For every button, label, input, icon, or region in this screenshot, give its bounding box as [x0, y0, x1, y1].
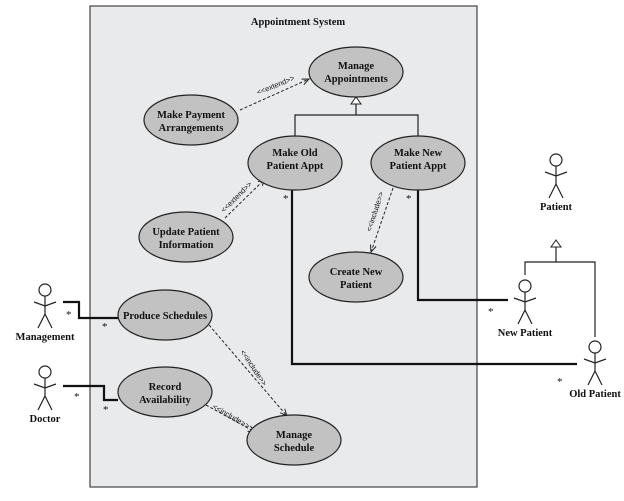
stick-figure-icon — [513, 279, 537, 325]
assoc-old-patient — [290, 190, 577, 366]
svg-text:Patient Appt: Patient Appt — [267, 161, 324, 172]
svg-text:Make Old: Make Old — [272, 148, 317, 159]
extend-payment — [239, 79, 309, 111]
svg-text:Old Patient: Old Patient — [569, 389, 621, 400]
svg-text:Make Payment: Make Payment — [157, 110, 225, 121]
svg-text:*: * — [66, 309, 72, 321]
svg-text:Patient Appt: Patient Appt — [390, 161, 447, 172]
svg-text:*: * — [557, 376, 563, 388]
include-record — [205, 404, 255, 432]
svg-text:*: * — [283, 193, 289, 205]
system-title: Appointment System — [251, 17, 345, 28]
assoc-management — [63, 300, 118, 320]
actor-old-patient[interactable]: Old Patient — [569, 340, 621, 400]
actor-management[interactable]: Management — [16, 283, 75, 343]
generalization-appt — [294, 104, 419, 136]
svg-text:*: * — [488, 306, 494, 318]
svg-text:Appointments: Appointments — [324, 74, 388, 85]
use-case-produce-schedules[interactable]: Produce Schedules — [117, 289, 213, 341]
svg-text:Patient: Patient — [540, 202, 573, 213]
svg-text:Schedule: Schedule — [274, 443, 315, 454]
svg-text:Arrangements: Arrangements — [159, 123, 224, 134]
include-create — [371, 187, 394, 252]
svg-text:*: * — [102, 321, 108, 333]
patient-generalization — [524, 247, 596, 337]
svg-text:*: * — [406, 193, 412, 205]
stick-figure-icon — [33, 283, 57, 329]
stick-figure-icon — [583, 340, 607, 386]
svg-text:*: * — [103, 404, 109, 416]
actor-new-patient[interactable]: New Patient — [498, 279, 553, 339]
actor-patient[interactable]: Patient — [540, 153, 573, 213]
svg-text:Information: Information — [159, 240, 214, 251]
svg-text:*: * — [74, 391, 80, 403]
assoc-doctor — [63, 384, 118, 402]
svg-text:Update Patient: Update Patient — [152, 227, 220, 238]
svg-text:Management: Management — [16, 332, 75, 343]
svg-text:Record: Record — [149, 382, 182, 393]
stick-figure-icon — [33, 365, 57, 411]
svg-text:Make New: Make New — [394, 148, 443, 159]
svg-text:Manage: Manage — [276, 430, 313, 441]
extend-update — [224, 179, 265, 219]
svg-text:Availability: Availability — [139, 395, 191, 406]
assoc-new-patient — [416, 190, 508, 302]
svg-text:Create New: Create New — [330, 267, 383, 278]
actor-doctor[interactable]: Doctor — [30, 365, 61, 425]
generalization-triangle — [350, 96, 362, 105]
stick-figure-icon — [544, 153, 568, 199]
svg-text:Produce Schedules: Produce Schedules — [123, 311, 207, 322]
svg-text:New Patient: New Patient — [498, 328, 553, 339]
svg-text:Doctor: Doctor — [30, 414, 61, 425]
svg-text:Manage: Manage — [338, 61, 375, 72]
multiplicities: * * * * * * * * — [66, 193, 563, 416]
patient-triangle — [550, 239, 562, 248]
svg-text:Patient: Patient — [340, 280, 373, 291]
